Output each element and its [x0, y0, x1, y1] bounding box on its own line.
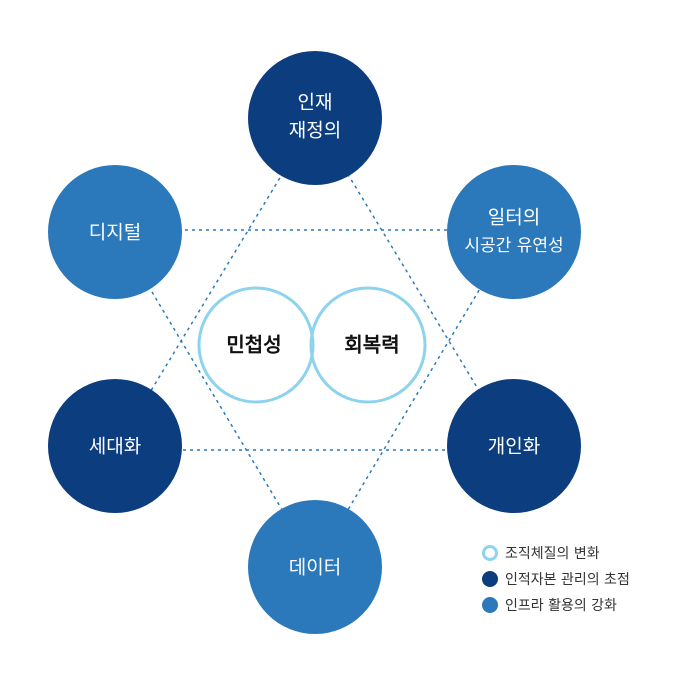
node-circle	[248, 500, 382, 634]
agility-ring	[197, 286, 315, 404]
node-circle	[48, 379, 182, 513]
node-label-line1: 인재	[298, 92, 333, 114]
node-circle	[447, 165, 581, 299]
node-label: 디지털	[89, 222, 141, 244]
legend-ring-swatch	[482, 545, 498, 561]
node-circle	[48, 165, 182, 299]
legend-label: 조직체질의 변화	[505, 546, 600, 562]
legend-mid-swatch	[482, 597, 498, 613]
node-label: 개인화	[488, 436, 540, 458]
node-label: 세대화	[89, 436, 141, 458]
node-workspace-flexibility: 일터의 시공간 유연성	[447, 165, 581, 299]
center-rings	[197, 286, 427, 404]
node-label-line1: 일터의	[488, 207, 540, 229]
node-personalization: 개인화	[447, 379, 581, 513]
node-label-line2: 재정의	[289, 120, 341, 142]
legend-label: 인프라 활용의 강화	[505, 598, 617, 614]
legend-item-human-capital: 인적자본 관리의 초점	[482, 566, 630, 592]
legend-dark-swatch	[482, 571, 498, 587]
legend-item-infrastructure: 인프라 활용의 강화	[482, 592, 630, 618]
dotted-connections	[114, 119, 516, 566]
node-label-line2: 시공간 유연성	[464, 236, 563, 256]
node-generation: 세대화	[48, 379, 182, 513]
node-digital: 디지털	[48, 165, 182, 299]
center-label-agility: 민첩성	[226, 333, 281, 357]
node-label: 데이터	[289, 557, 341, 579]
resilience-ring	[309, 286, 427, 404]
center-label-resilience: 회복력	[344, 333, 399, 357]
node-talent-redefinition: 인재 재정의	[248, 51, 382, 185]
legend-item-org-change: 조직체질의 변화	[482, 540, 630, 566]
legend: 조직체질의 변화 인적자본 관리의 초점 인프라 활용의 강화	[482, 540, 630, 618]
node-circle	[248, 51, 382, 185]
node-data: 데이터	[248, 500, 382, 634]
node-circle	[447, 379, 581, 513]
legend-label: 인적자본 관리의 초점	[505, 572, 630, 588]
